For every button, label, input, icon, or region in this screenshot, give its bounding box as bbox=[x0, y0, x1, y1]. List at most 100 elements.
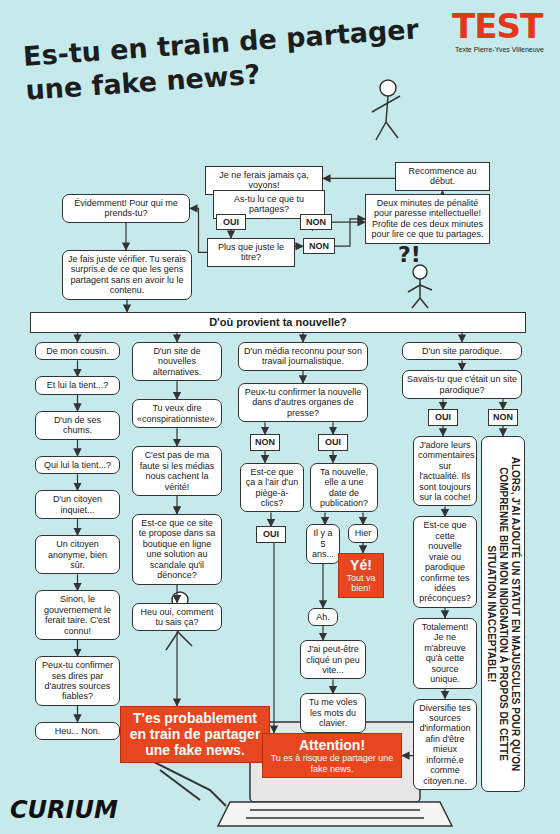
outcome-box: T'es probablement en train de partager u… bbox=[120, 706, 270, 763]
author-credit: Texte Pierre-Yves Villeneuve bbox=[455, 46, 544, 53]
node-text: T'es probablement en train de partager u… bbox=[125, 710, 265, 759]
flow-arrow bbox=[402, 755, 413, 756]
speech-bubble: Est-ce que cette nouvelle vraie ou parod… bbox=[413, 516, 477, 608]
flow-arrow bbox=[332, 451, 333, 463]
statement-box: Deux minutes de pénalité pour paresse in… bbox=[365, 194, 490, 244]
node-text: Heu... Non. bbox=[40, 726, 115, 736]
flow-arrow bbox=[332, 422, 333, 434]
flow-arrow bbox=[190, 208, 207, 252]
outcome-box: Attention!Tu es à risque de partager une… bbox=[262, 733, 402, 778]
flow-arrow bbox=[302, 371, 303, 383]
magazine-logo: CURIUM bbox=[10, 796, 118, 824]
node-text: D'où provient ta nouvelle? bbox=[34, 316, 522, 329]
speech-bubble: Je fais juste vérifier. Tu serais surpri… bbox=[62, 250, 192, 300]
node-text: As-tu lu ce que tu partages? bbox=[218, 194, 320, 215]
flow-arrow bbox=[230, 230, 231, 238]
svg-text:?!: ?! bbox=[398, 242, 421, 267]
flow-arrow bbox=[77, 519, 78, 535]
node-text: Est-ce que ce site te propose dans sa bo… bbox=[137, 518, 217, 581]
node-text: D'un média reconnu pour son travail jour… bbox=[243, 346, 363, 367]
node-text: Un citoyen anonyme, bien sûr. bbox=[40, 539, 115, 570]
node-text: Heu oui, comment tu sais ça? bbox=[137, 607, 217, 628]
flow-arrow bbox=[362, 512, 363, 524]
speech-bubble: Ta nouvelle, elle a une date de publicat… bbox=[310, 463, 378, 513]
statement-box: Recommence au début. bbox=[395, 162, 490, 191]
node-text: OUI bbox=[431, 412, 455, 422]
speech-bubble: Tu veux dire «conspirationniste». bbox=[132, 399, 222, 428]
speech-bubble: Heu... Non. bbox=[35, 722, 120, 740]
speech-bubble: D'un média reconnu pour son travail jour… bbox=[238, 342, 368, 371]
node-text: OUI bbox=[321, 437, 345, 447]
speech-bubble: D'un site de nouvelles alternatives. bbox=[132, 342, 222, 381]
flow-arrow bbox=[502, 426, 503, 436]
flow-arrow bbox=[176, 428, 177, 446]
speech-bubble: Est-ce que ça a l'air d'un piège-à-clics… bbox=[240, 463, 304, 513]
speech-bubble: Qui lui la tient...? bbox=[35, 456, 120, 474]
node-text: Totalement! Je ne m'abreuve qu'à cette s… bbox=[418, 622, 472, 685]
speech-bubble: Heu oui, comment tu sais ça? bbox=[132, 603, 222, 632]
node-text: D'un site parodique. bbox=[407, 346, 517, 356]
answer-box: NON bbox=[303, 238, 335, 254]
flow-arrow bbox=[176, 585, 177, 603]
node-text: Je ne ferais jamais ça, voyons! bbox=[210, 170, 318, 191]
speech-bubble: Évidemment! Pour qui me prends-tu? bbox=[62, 194, 190, 223]
question-figure: ?! bbox=[398, 242, 432, 308]
flow-arrow bbox=[273, 543, 274, 733]
node-text: Et lui la tient...? bbox=[40, 380, 115, 390]
flow-arrow bbox=[332, 222, 365, 223]
question-band: D'où provient ta nouvelle? bbox=[30, 312, 526, 333]
speech-bubble: Diversifie tes sources d'information afi… bbox=[413, 699, 477, 791]
node-text: Tu veux dire «conspirationniste». bbox=[137, 403, 217, 424]
flow-arrow bbox=[324, 512, 325, 524]
flow-arrow bbox=[295, 246, 303, 247]
flow-arrow bbox=[77, 706, 78, 722]
flow-arrow bbox=[126, 300, 127, 312]
outcome-box: Yé!Tout va bien! bbox=[338, 553, 384, 598]
flow-arrow bbox=[176, 333, 177, 342]
node-text: Peux-tu confirmer la nouvelle dans d'aut… bbox=[243, 387, 363, 418]
flow-arrow bbox=[322, 626, 323, 640]
answer-box: OUI bbox=[216, 214, 246, 230]
node-text: J'ai peut-être cliqué un peu vite... bbox=[305, 644, 361, 675]
node-text: Ta nouvelle, elle a une date de publicat… bbox=[315, 467, 373, 509]
node-text: Évidemment! Pour qui me prends-tu? bbox=[67, 198, 185, 219]
node-text: Sinon, le gouvernement le ferait taire. … bbox=[40, 594, 115, 636]
speech-bubble: D'un site parodique. bbox=[402, 342, 522, 360]
node-text: Savais-tu que c'était un site parodique? bbox=[407, 374, 517, 395]
speech-bubble: De mon cousin. bbox=[35, 342, 120, 360]
speech-bubble: Totalement! Je ne m'abreuve qu'à cette s… bbox=[413, 618, 477, 689]
node-text: OUI bbox=[259, 529, 283, 539]
node-text: Plus que juste le titre? bbox=[212, 242, 290, 263]
answer-box: NON bbox=[300, 214, 332, 230]
flow-arrow bbox=[77, 395, 78, 411]
flow-arrow bbox=[444, 689, 445, 699]
speech-bubble: J'ai peut-être cliqué un peu vite... bbox=[300, 640, 366, 679]
speech-bubble: Hier bbox=[348, 524, 378, 542]
node-text: Yé! bbox=[343, 557, 379, 573]
node-text: Est-ce que cette nouvelle vraie ou parod… bbox=[418, 520, 472, 604]
thinking-figure bbox=[372, 80, 400, 140]
speech-bubble: Et lui la tient...? bbox=[35, 376, 120, 394]
answer-box: NON bbox=[250, 434, 280, 450]
flow-arrow bbox=[442, 399, 443, 409]
speech-bubble: D'un citoyen inquiet... bbox=[35, 490, 120, 519]
node-text: D'un de ses chums. bbox=[40, 415, 115, 436]
flow-arrow bbox=[176, 381, 177, 399]
flow-arrow bbox=[264, 422, 265, 434]
node-text: OUI bbox=[219, 217, 243, 227]
node-text: NON bbox=[253, 437, 277, 447]
node-text: NON bbox=[306, 241, 332, 251]
flow-arrow bbox=[444, 506, 445, 516]
node-text: Tu es à risque de partager une fake news… bbox=[267, 753, 397, 774]
node-text: Hier bbox=[353, 528, 373, 538]
brand-tag: TEST bbox=[452, 6, 542, 46]
statement-box: Plus que juste le titre? bbox=[207, 238, 295, 267]
speech-bubble: Un citoyen anonyme, bien sûr. bbox=[35, 535, 120, 574]
vertical-box: ALORS, J'AI AJOUTÉ UN STATUT EN MAJUSCUL… bbox=[481, 436, 525, 792]
speech-bubble: Il y a 5 ans... bbox=[306, 524, 340, 563]
flow-arrow bbox=[125, 223, 126, 250]
flow-arrow bbox=[270, 512, 271, 526]
node-text: De mon cousin. bbox=[40, 346, 115, 356]
speech-bubble: Savais-tu que c'était un site parodique? bbox=[402, 370, 522, 399]
